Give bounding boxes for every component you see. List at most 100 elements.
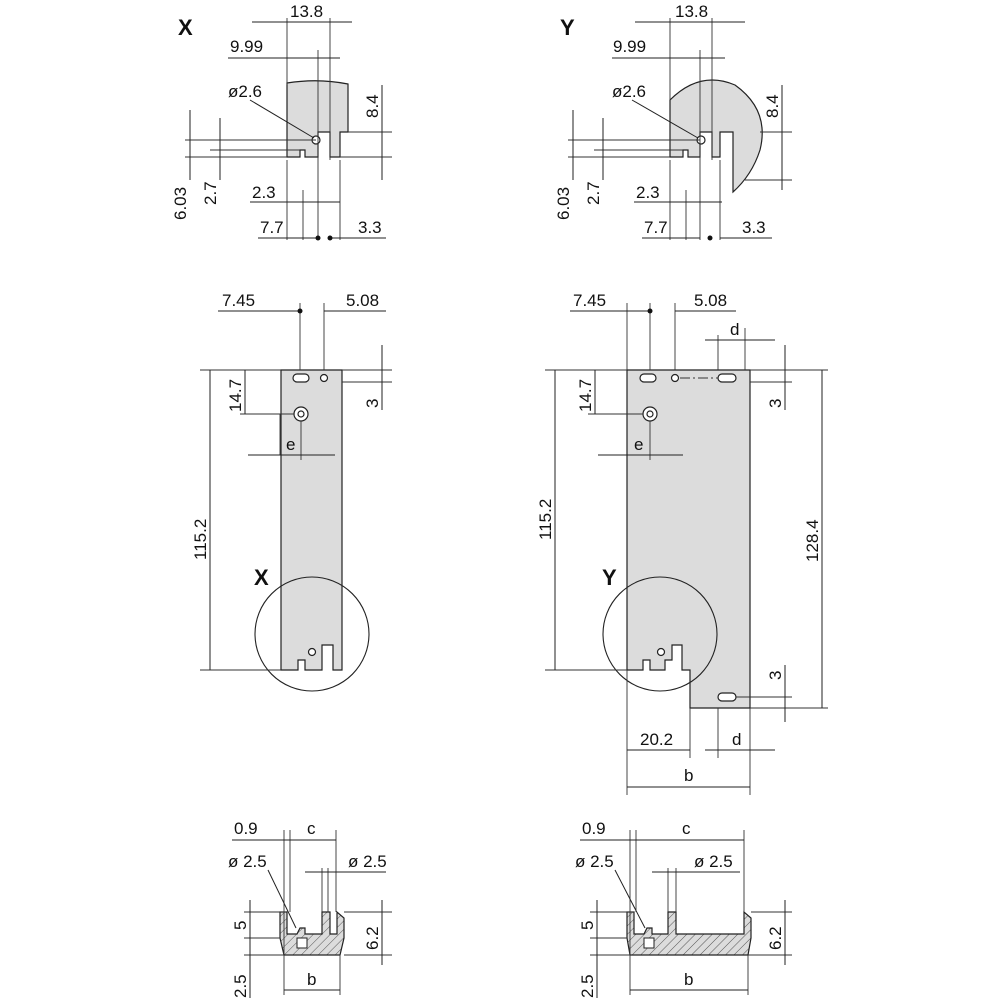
svg-text:3.3: 3.3 bbox=[742, 218, 766, 237]
svg-text:ø 2.5: ø 2.5 bbox=[228, 852, 267, 871]
dim-section-y-c: c bbox=[636, 819, 744, 841]
svg-text:0.9: 0.9 bbox=[582, 819, 606, 838]
detail-y-label: Y bbox=[560, 15, 575, 40]
svg-text:115.2: 115.2 bbox=[191, 519, 210, 560]
dim-front-x-3: 3 bbox=[363, 345, 383, 410]
dim-detail-y-6-03: 6.03 bbox=[554, 110, 700, 220]
dim-front-x-5-08: 5.08 bbox=[324, 291, 386, 312]
dim-front-y-b: b bbox=[627, 766, 750, 788]
svg-text:8.4: 8.4 bbox=[363, 94, 382, 118]
dim-section-x-5: 5 bbox=[231, 900, 251, 950]
dim-detail-y-13-8: 13.8 bbox=[635, 2, 745, 23]
dim-front-y-7-45: 7.45 bbox=[570, 291, 653, 314]
front-y-slot-bottom bbox=[717, 692, 737, 702]
dim-detail-y-8-4: 8.4 bbox=[745, 85, 792, 190]
front-x-panel bbox=[280, 369, 343, 671]
svg-text:b: b bbox=[684, 970, 693, 989]
dim-section-y-2-5: 2.5 bbox=[578, 948, 598, 998]
dim-front-y-128-4: 128.4 bbox=[803, 370, 823, 708]
front-y-view: Y 7.45 5.08 d bbox=[536, 291, 828, 795]
detail-y-view: Y 13.8 9.99 ø2.6 8.4 bbox=[554, 2, 792, 241]
dim-detail-y-2-7: 2.7 bbox=[584, 118, 604, 205]
svg-text:9.99: 9.99 bbox=[613, 37, 646, 56]
svg-text:13.8: 13.8 bbox=[675, 2, 708, 21]
dim-section-x-6-2: 6.2 bbox=[363, 900, 383, 965]
dim-detail-y-7-7: 7.7 bbox=[642, 218, 713, 241]
svg-text:8.4: 8.4 bbox=[763, 94, 782, 118]
svg-text:6.03: 6.03 bbox=[171, 187, 190, 220]
svg-text:115.2: 115.2 bbox=[536, 499, 555, 540]
svg-text:ø 2.5: ø 2.5 bbox=[694, 852, 733, 871]
dim-section-x-c: c bbox=[290, 819, 336, 841]
dim-front-y-e: e bbox=[598, 435, 683, 456]
section-x-profile bbox=[279, 910, 345, 956]
svg-text:5: 5 bbox=[231, 921, 250, 930]
svg-text:2.7: 2.7 bbox=[584, 181, 603, 205]
front-x-slot bbox=[292, 373, 310, 383]
svg-text:d: d bbox=[732, 730, 741, 749]
svg-text:b: b bbox=[684, 766, 693, 785]
dim-detail-x-2-7: 2.7 bbox=[201, 118, 221, 205]
front-y-slot-right bbox=[717, 373, 737, 383]
dim-front-y-3-top: 3 bbox=[766, 345, 786, 410]
detail-x-label: X bbox=[178, 15, 193, 40]
section-y-view: 0.9 c ø 2.5 ø 2.5 5 6.2 2.5 b bbox=[575, 819, 792, 998]
svg-text:2.5: 2.5 bbox=[231, 974, 250, 998]
dim-detail-x-hole: ø2.6 bbox=[228, 82, 315, 139]
front-y-slot-left bbox=[639, 373, 657, 383]
dim-detail-x-6-03: 6.03 bbox=[171, 110, 316, 220]
svg-text:2.5: 2.5 bbox=[578, 974, 597, 998]
dim-section-y-b: b bbox=[630, 970, 748, 991]
dim-front-y-d-top: d bbox=[705, 320, 775, 341]
front-x-small-hole bbox=[319, 373, 329, 383]
section-y-profile bbox=[626, 910, 752, 956]
svg-text:6.2: 6.2 bbox=[363, 926, 382, 950]
front-y-panel bbox=[626, 369, 751, 709]
svg-text:3: 3 bbox=[766, 399, 785, 408]
svg-text:2.3: 2.3 bbox=[636, 183, 660, 202]
svg-text:2.7: 2.7 bbox=[201, 181, 220, 205]
dim-section-x-hole-left: ø 2.5 bbox=[228, 852, 297, 929]
svg-text:ø2.6: ø2.6 bbox=[228, 82, 262, 101]
svg-text:b: b bbox=[307, 970, 316, 989]
dim-section-y-hole-right: ø 2.5 bbox=[652, 852, 740, 873]
svg-text:5.08: 5.08 bbox=[346, 291, 379, 310]
svg-text:ø2.6: ø2.6 bbox=[612, 82, 646, 101]
dim-front-x-115-2: 115.2 bbox=[191, 370, 211, 670]
dim-front-y-5-08: 5.08 bbox=[675, 291, 736, 312]
dim-detail-x-8-4: 8.4 bbox=[340, 85, 392, 180]
svg-text:e: e bbox=[286, 435, 295, 454]
svg-text:2.3: 2.3 bbox=[252, 183, 276, 202]
dim-section-x-2-5: 2.5 bbox=[231, 948, 251, 998]
front-x-bottom-hole bbox=[307, 647, 317, 657]
detail-x-view: X 13.8 9.99 ø2.6 8.4 bbox=[171, 2, 392, 241]
dim-front-y-20-2: 20.2 bbox=[627, 730, 690, 751]
section-x-view: 0.9 c ø 2.5 ø 2.5 5 6.2 2.5 b bbox=[228, 819, 392, 998]
svg-text:128.4: 128.4 bbox=[803, 519, 822, 562]
dim-front-y-3-bottom: 3 bbox=[766, 665, 786, 722]
dim-section-y-5: 5 bbox=[578, 900, 598, 950]
svg-text:0.9: 0.9 bbox=[234, 819, 258, 838]
front-x-detail-label: X bbox=[254, 565, 269, 590]
dim-section-x-hole-right: ø 2.5 bbox=[305, 852, 387, 873]
svg-text:6.03: 6.03 bbox=[554, 187, 573, 220]
dim-detail-y-2-3: 2.3 bbox=[634, 183, 722, 203]
svg-text:c: c bbox=[307, 819, 316, 838]
svg-text:3.3: 3.3 bbox=[358, 218, 382, 237]
svg-text:7.7: 7.7 bbox=[644, 218, 668, 237]
svg-text:14.7: 14.7 bbox=[226, 379, 245, 412]
svg-text:d: d bbox=[730, 320, 739, 339]
svg-text:c: c bbox=[682, 819, 691, 838]
dim-section-y-6-2: 6.2 bbox=[766, 900, 786, 965]
dim-detail-x-3-3: 3.3 bbox=[327, 218, 386, 241]
dim-front-y-115-2: 115.2 bbox=[536, 370, 556, 670]
front-y-bottom-hole bbox=[656, 647, 666, 657]
svg-text:ø 2.5: ø 2.5 bbox=[575, 852, 614, 871]
dim-section-x-b: b bbox=[284, 970, 340, 991]
svg-text:e: e bbox=[634, 435, 643, 454]
dim-front-x-e: e bbox=[248, 435, 335, 456]
dim-detail-y-9-99: 9.99 bbox=[612, 37, 725, 59]
dim-front-y-d-bottom: d bbox=[705, 730, 775, 751]
svg-text:9.99: 9.99 bbox=[230, 37, 263, 56]
